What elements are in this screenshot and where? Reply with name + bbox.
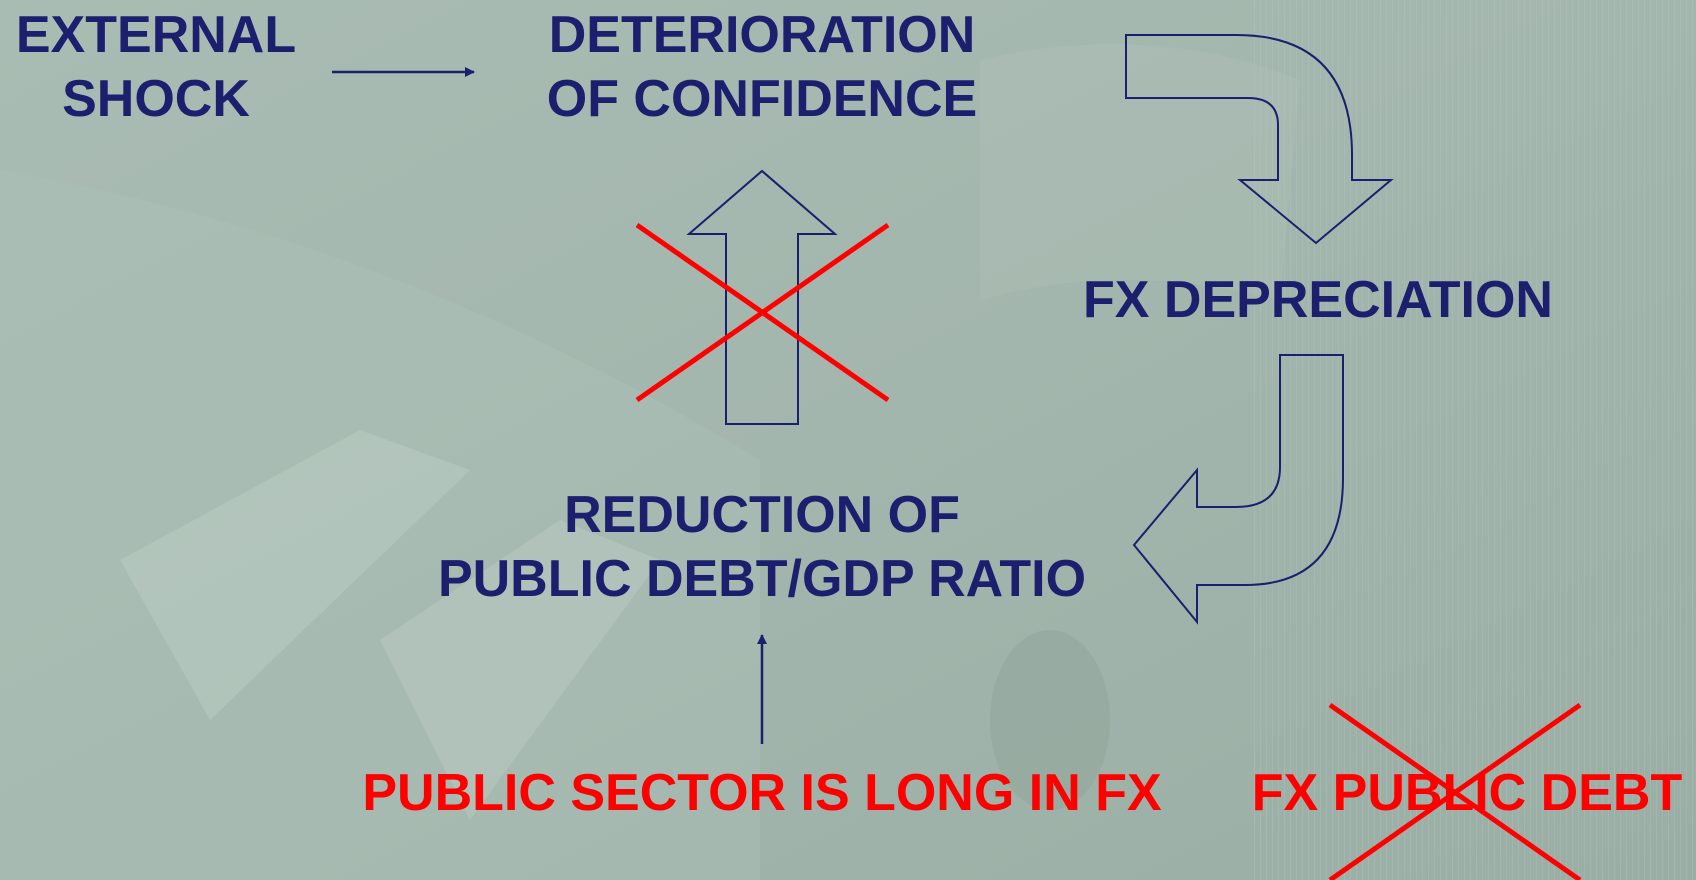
curved-arrow-confidence-to-fx (1125, 34, 1394, 245)
block-arrow-reduction-to-confidence (686, 169, 838, 425)
external-shock-line1: EXTERNAL (15, 6, 297, 64)
node-reduction-public-debt-gdp: REDUCTION OF PUBLIC DEBT/GDP RATIO (402, 483, 1122, 611)
node-public-sector-long-in-fx: PUBLIC SECTOR IS LONG IN FX (322, 761, 1202, 825)
deterioration-line2: OF CONFIDENCE (546, 70, 978, 128)
deterioration-line1: DETERIORATION (548, 6, 976, 64)
curved-arrow-fx-to-reduction (1132, 354, 1344, 625)
node-fx-depreciation: FX DEPRECIATION (1058, 268, 1578, 332)
external-shock-line2: SHOCK (62, 70, 250, 128)
node-fx-public-debt: FX PUBLIC DEBT (1238, 761, 1696, 825)
reduction-line1: REDUCTION OF (564, 486, 960, 544)
reduction-line2: PUBLIC DEBT/GDP RATIO (437, 550, 1087, 608)
public-sector-long-label: PUBLIC SECTOR IS LONG IN FX (362, 764, 1162, 822)
node-deterioration-of-confidence: DETERIORATION OF CONFIDENCE (512, 3, 1012, 131)
node-external-shock: EXTERNAL SHOCK (0, 3, 312, 131)
fx-depreciation-label: FX DEPRECIATION (1083, 271, 1553, 329)
red-cross-block-arrow (635, 222, 890, 403)
red-cross-fx-public-debt (1328, 702, 1582, 880)
fx-public-debt-label: FX PUBLIC DEBT (1251, 764, 1683, 822)
